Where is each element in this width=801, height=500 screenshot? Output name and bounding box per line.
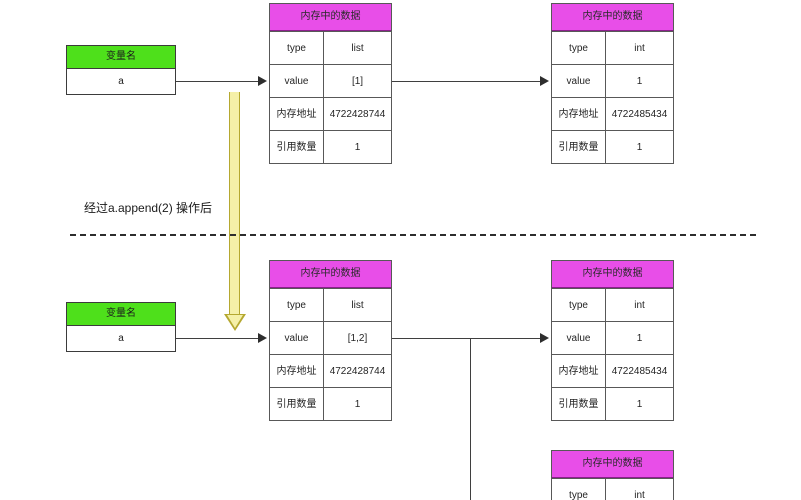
table-row: 引用数量 1: [270, 130, 391, 163]
transition-caption: 经过a.append(2) 操作后: [84, 201, 213, 215]
row-value: 4722428744: [323, 355, 391, 387]
table-row: value 1: [552, 64, 673, 97]
row-value: int: [605, 479, 673, 500]
memory-table-int-before: 内存中的数据 type int value 1 内存地址 4722485434 …: [551, 3, 674, 164]
memory-table-header: 内存中的数据: [552, 261, 673, 288]
arrowhead-list-to-int-before: [540, 76, 549, 86]
row-value: 4722428744: [323, 98, 391, 130]
row-value: 1: [323, 388, 391, 420]
row-key: type: [569, 42, 588, 54]
row-value: list: [323, 32, 391, 64]
memory-table-header: 内存中的数据: [270, 4, 391, 31]
row-key: type: [569, 299, 588, 311]
table-row: value [1]: [270, 64, 391, 97]
arrowhead-variable-to-list-after: [258, 333, 267, 343]
arrowhead-list-to-int-after: [540, 333, 549, 343]
row-key: value: [284, 75, 309, 87]
row-key: 内存地址: [558, 365, 599, 377]
row-value: 4722485434: [605, 98, 673, 130]
row-value: [1,2]: [323, 322, 391, 354]
table-row: 内存地址 4722485434: [552, 97, 673, 130]
variable-box-header: 变量名: [67, 46, 175, 69]
row-value: 1: [605, 388, 673, 420]
memory-table-header: 内存中的数据: [552, 4, 673, 31]
variable-box-before: 变量名 a: [66, 45, 176, 95]
row-key: type: [287, 299, 306, 311]
table-row: type int: [552, 31, 673, 64]
table-row: type int: [552, 478, 673, 500]
memory-table-int-after: 内存中的数据 type int value 1 内存地址 4722485434 …: [551, 260, 674, 421]
connector-variable-to-list-after: [176, 338, 260, 339]
table-row: 引用数量 1: [552, 130, 673, 163]
arrowhead-variable-to-list-before: [258, 76, 267, 86]
row-key: value: [284, 332, 309, 344]
row-value: 4722485434: [605, 355, 673, 387]
table-row: type list: [270, 31, 391, 64]
table-row: value 1: [552, 321, 673, 354]
row-key: type: [569, 489, 588, 500]
row-value: 1: [605, 322, 673, 354]
variable-box-header: 变量名: [67, 303, 175, 326]
row-value: [1]: [323, 65, 391, 97]
variable-box-value: a: [67, 326, 175, 351]
table-row: 引用数量 1: [552, 387, 673, 420]
table-row: 引用数量 1: [270, 387, 391, 420]
table-row: 内存地址 4722485434: [552, 354, 673, 387]
row-key: 内存地址: [276, 365, 317, 377]
row-value: int: [605, 289, 673, 321]
row-key: 引用数量: [558, 141, 599, 153]
connector-list-to-int-after: [392, 338, 543, 339]
row-key: 引用数量: [558, 398, 599, 410]
row-value: int: [605, 32, 673, 64]
row-key: 内存地址: [276, 108, 317, 120]
table-row: type list: [270, 288, 391, 321]
row-value: list: [323, 289, 391, 321]
memory-table-header: 内存中的数据: [270, 261, 391, 288]
table-row: 内存地址 4722428744: [270, 354, 391, 387]
table-row: 内存地址 4722428744: [270, 97, 391, 130]
variable-box-value: a: [67, 69, 175, 94]
table-row: type int: [552, 288, 673, 321]
row-key: value: [566, 75, 591, 87]
row-value: 1: [605, 65, 673, 97]
row-value: 1: [323, 131, 391, 163]
connector-variable-to-list-before: [176, 81, 260, 82]
memory-table-list-after: 内存中的数据 type list value [1,2] 内存地址 472242…: [269, 260, 392, 421]
transition-arrow-shaft: [229, 92, 240, 316]
memory-table-list-before: 内存中的数据 type list value [1] 内存地址 47224287…: [269, 3, 392, 164]
variable-box-after: 变量名 a: [66, 302, 176, 352]
memory-table-header: 内存中的数据: [552, 451, 673, 478]
connector-list-to-int-before: [392, 81, 543, 82]
connector-list-to-int2-branch: [470, 338, 471, 500]
section-divider: [70, 234, 756, 236]
row-key: 引用数量: [276, 141, 317, 153]
row-value: 1: [605, 131, 673, 163]
memory-table-int2-after: 内存中的数据 type int: [551, 450, 674, 500]
row-key: value: [566, 332, 591, 344]
row-key: 内存地址: [558, 108, 599, 120]
row-key: type: [287, 42, 306, 54]
row-key: 引用数量: [276, 398, 317, 410]
table-row: value [1,2]: [270, 321, 391, 354]
